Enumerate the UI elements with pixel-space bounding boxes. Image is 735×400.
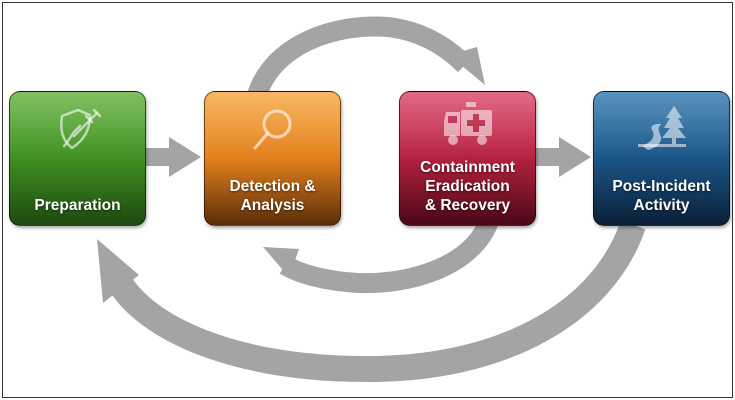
arrow-containment-to-post-incident	[535, 137, 591, 177]
syringe-shield-icon	[59, 108, 101, 150]
tree-road-icon	[637, 106, 686, 150]
phase-label-detection: Detection & Analysis	[229, 178, 316, 214]
flow-arrows	[97, 16, 646, 383]
phase-label-preparation: Preparation	[34, 197, 121, 214]
phase-label-containment: Containment Eradication & Recovery	[420, 159, 515, 214]
arrow-detection-to-containment	[247, 16, 485, 99]
arrow-containment-to-detection	[263, 216, 499, 294]
phase-detection-analysis: Detection & Analysis	[204, 91, 341, 226]
phase-preparation: Preparation	[9, 91, 146, 226]
arrow-post-incident-to-preparation	[97, 220, 646, 383]
ambulance-icon	[443, 102, 492, 145]
phase-containment-eradication-recovery: Containment Eradication & Recovery	[399, 91, 536, 226]
magnifying-glass-icon	[253, 109, 291, 150]
arrow-preparation-to-detection	[145, 137, 201, 177]
phase-label-post-incident: Post-Incident Activity	[612, 178, 711, 214]
phase-post-incident-activity: Post-Incident Activity	[593, 91, 730, 226]
